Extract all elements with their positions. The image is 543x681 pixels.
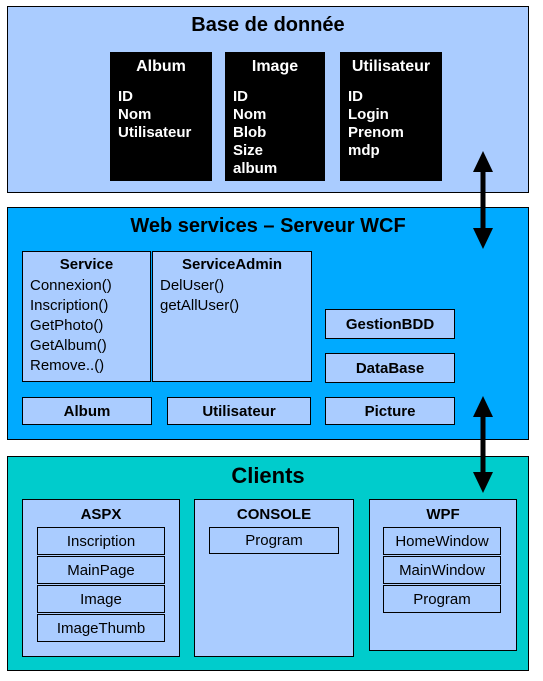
utilisateur-class-box: Utilisateur xyxy=(167,397,311,425)
service-admin-name: ServiceAdmin xyxy=(181,256,283,273)
service-admin-box: ServiceAdmin DelUser() getAllUser() xyxy=(152,251,312,382)
aspx-item: ImageThumb xyxy=(37,614,165,642)
console-name: CONSOLE xyxy=(236,506,312,523)
aspx-item: MainPage xyxy=(37,556,165,584)
arrow-webservices-clients xyxy=(473,396,493,493)
utilisateur-table: Utilisateur ID Login Prenom mdp xyxy=(340,52,442,181)
utilisateur-field: Login xyxy=(348,106,389,123)
aspx-name: ASPX xyxy=(80,506,122,523)
album-table: Album ID Nom Utilisateur xyxy=(110,52,212,181)
album-table-name: Album xyxy=(136,58,186,75)
database-layer: Base de donnée Album ID Nom Utilisateur … xyxy=(7,6,529,193)
utilisateur-field: Prenom xyxy=(348,124,404,141)
service-method: Inscription() xyxy=(30,297,109,314)
image-table: Image ID Nom Blob Size album xyxy=(225,52,325,181)
utilisateur-field: ID xyxy=(348,88,363,105)
image-field: Size xyxy=(233,142,264,159)
image-table-name: Image xyxy=(251,58,299,75)
wpf-box: WPF HomeWindow MainWindow Program xyxy=(369,499,517,651)
album-field: Nom xyxy=(118,106,152,123)
console-box: CONSOLE Program xyxy=(194,499,354,657)
picture-class-box: Picture xyxy=(325,397,455,425)
utilisateur-table-name: Utilisateur xyxy=(351,58,431,75)
service-method: Connexion() xyxy=(30,277,112,294)
aspx-item: Inscription xyxy=(37,527,165,555)
wpf-name: WPF xyxy=(426,506,460,523)
album-class-box: Album xyxy=(22,397,152,425)
image-field: album xyxy=(233,160,278,177)
webservices-title: Web services – Serveur WCF xyxy=(130,215,406,237)
clients-title: Clients xyxy=(231,463,305,488)
console-item: Program xyxy=(209,527,339,554)
image-field: Nom xyxy=(233,106,267,123)
service-admin-method: getAllUser() xyxy=(160,297,240,314)
image-field: Blob xyxy=(233,124,267,141)
image-field: ID xyxy=(233,88,248,105)
album-field: Utilisateur xyxy=(118,124,192,141)
album-field: ID xyxy=(118,88,133,105)
service-method: GetAlbum() xyxy=(30,337,107,354)
database-class-box: DataBase xyxy=(325,353,455,383)
service-box: Service Connexion() Inscription() GetPho… xyxy=(22,251,151,382)
arrow-db-webservices xyxy=(473,151,493,249)
webservices-layer: Web services – Serveur WCF Service Conne… xyxy=(7,207,529,440)
gestion-bdd-box: GestionBDD xyxy=(325,309,455,339)
aspx-box: ASPX Inscription MainPage Image ImageThu… xyxy=(22,499,180,657)
wpf-item: Program xyxy=(383,585,501,613)
aspx-item: Image xyxy=(37,585,165,613)
database-title: Base de donnée xyxy=(191,14,345,36)
wpf-item: HomeWindow xyxy=(383,527,501,555)
utilisateur-field: mdp xyxy=(348,142,380,159)
service-admin-method: DelUser() xyxy=(160,277,225,294)
service-name: Service xyxy=(59,256,114,273)
service-method: GetPhoto() xyxy=(30,317,104,334)
clients-layer: Clients ASPX Inscription MainPage Image … xyxy=(7,456,529,671)
service-method: Remove..() xyxy=(30,357,105,374)
wpf-item: MainWindow xyxy=(383,556,501,584)
